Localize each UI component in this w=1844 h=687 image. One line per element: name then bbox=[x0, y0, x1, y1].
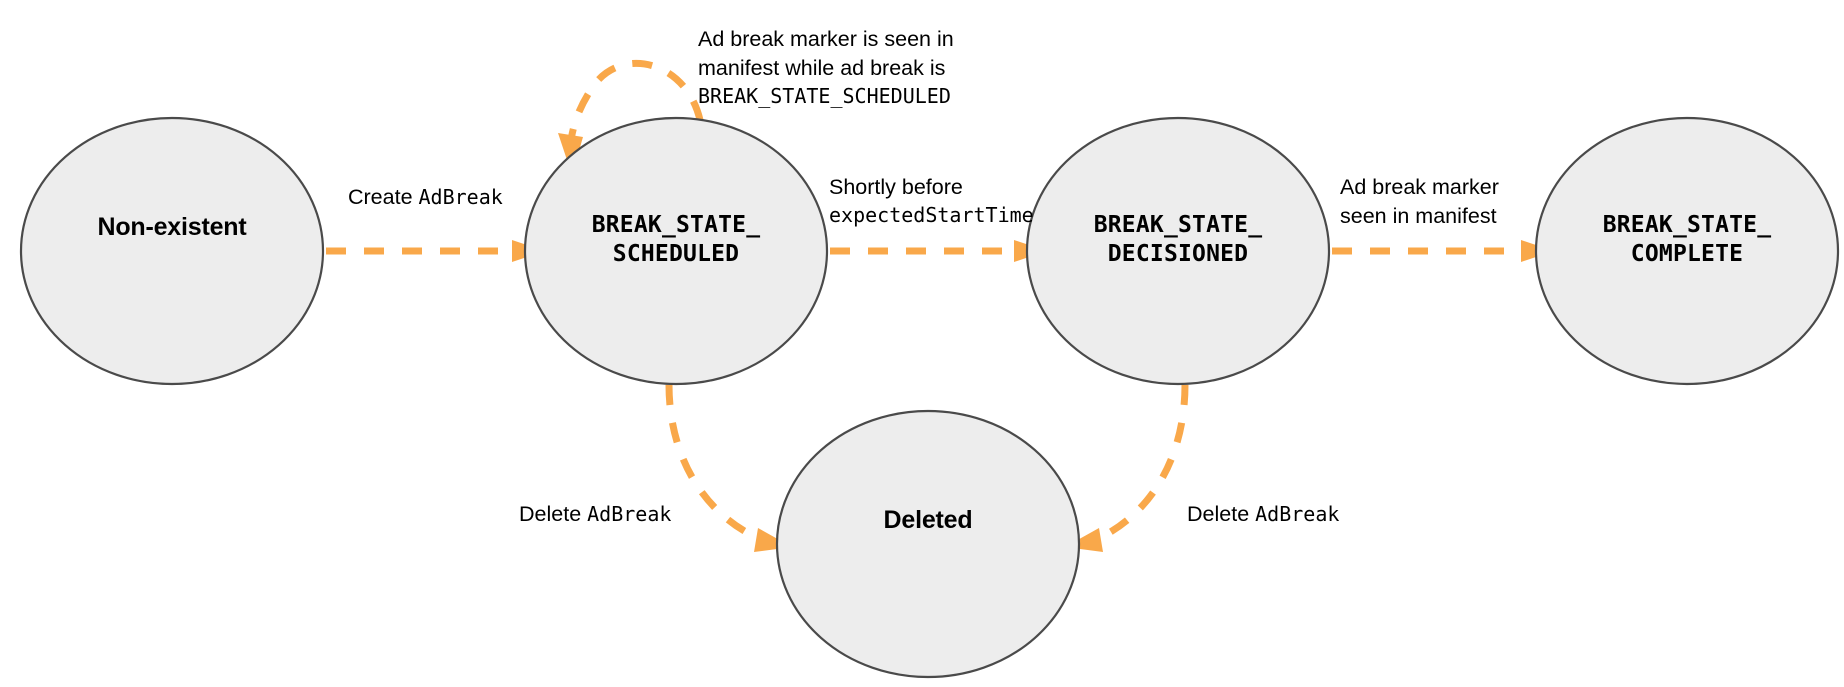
node-break-state-decisioned[interactable] bbox=[1025, 116, 1331, 386]
arrowhead bbox=[558, 133, 583, 175]
edge-ad-break-marker-seen-scheduled-self-loop bbox=[558, 60, 704, 175]
edge-line bbox=[566, 60, 704, 148]
node-break-state-complete[interactable] bbox=[1534, 116, 1840, 386]
node-break-state-scheduled[interactable] bbox=[523, 116, 829, 386]
edge-line bbox=[1091, 384, 1189, 545]
edge-create-adbreak bbox=[326, 240, 545, 262]
node-deleted[interactable] bbox=[775, 409, 1081, 679]
edge-delete-adbreak-from-scheduled bbox=[665, 384, 792, 552]
edge-delete-adbreak-from-decisioned bbox=[1065, 384, 1189, 552]
node-non-existent[interactable] bbox=[19, 116, 325, 386]
edge-shortly-before-expected-start-time bbox=[830, 240, 1047, 262]
edge-line bbox=[665, 384, 766, 545]
edge-ad-break-marker-seen-in-manifest bbox=[1332, 240, 1554, 262]
